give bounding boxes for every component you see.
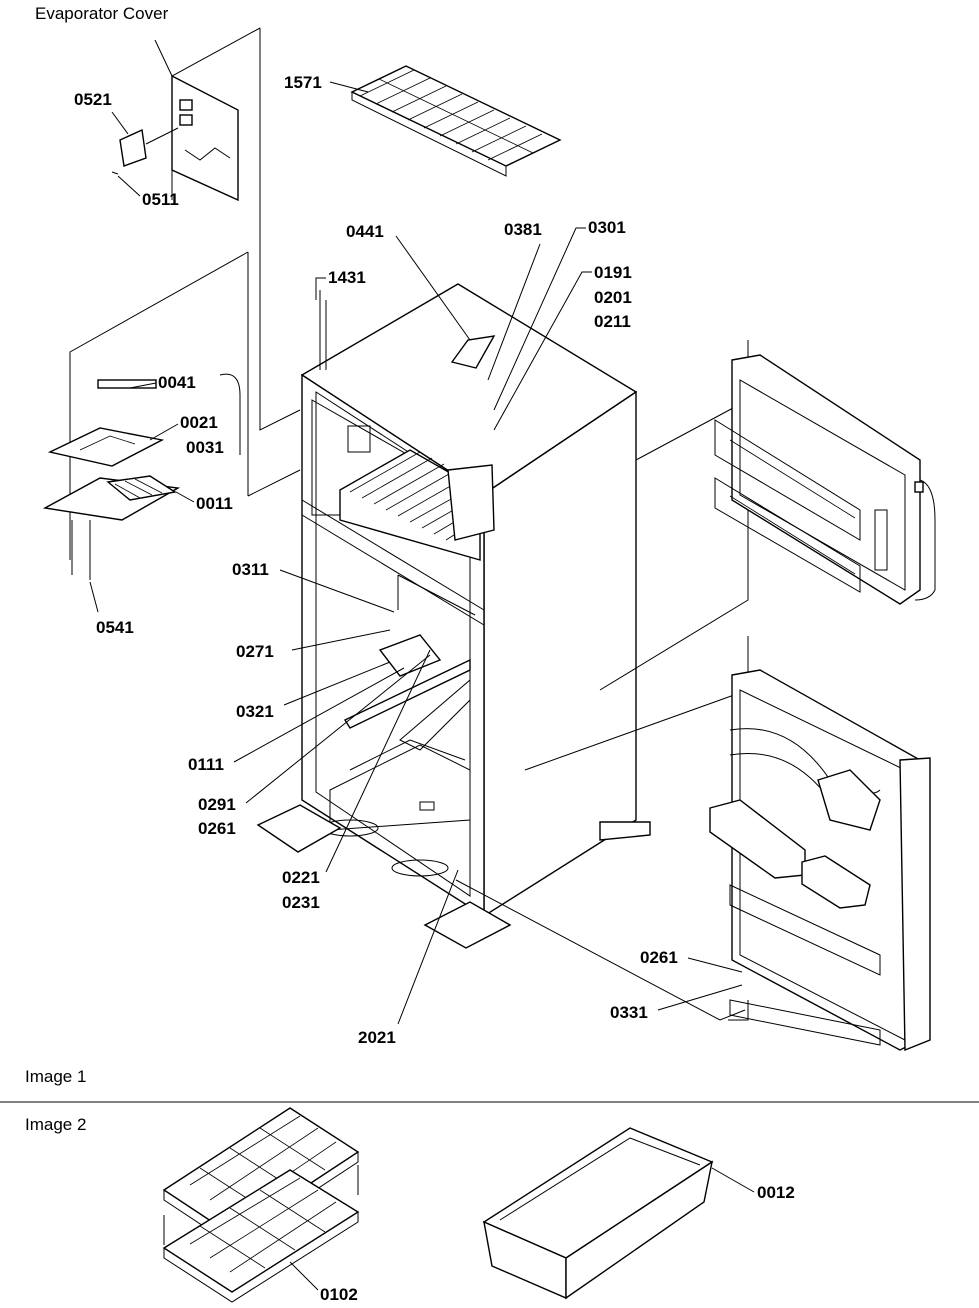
hinge-cover bbox=[450, 335, 496, 369]
door-bin bbox=[801, 855, 871, 909]
label-0511: 0511 bbox=[142, 190, 179, 209]
duct-grille bbox=[106, 475, 177, 501]
label-0201: 0201 bbox=[594, 288, 632, 307]
label-0301: 0301 bbox=[588, 218, 626, 237]
label-0221: 0221 bbox=[282, 868, 320, 887]
label-0012: 0012 bbox=[757, 1183, 795, 1202]
leveling-block bbox=[423, 901, 512, 949]
fresh-food-door: 0261 0331 bbox=[455, 636, 931, 1052]
label-1571: 1571 bbox=[284, 73, 322, 92]
label-0331: 0331 bbox=[610, 1003, 648, 1022]
door-handle bbox=[899, 757, 931, 1052]
dairy-compartment bbox=[817, 769, 881, 831]
label-0011: 0011 bbox=[196, 494, 233, 513]
air-diffuser-strip bbox=[97, 379, 157, 389]
air-duct-group: 0041 0021 0031 0011 0541 bbox=[42, 251, 301, 637]
ice-bin: 0012 bbox=[482, 1127, 795, 1300]
leveling-block bbox=[599, 821, 651, 841]
control-assembly: 0311 0271 0321 0111 0291 0261 0221 0231 bbox=[188, 560, 476, 912]
cover-tab bbox=[179, 114, 193, 126]
label-0261-upper: 0261 bbox=[198, 819, 236, 838]
ice-trays: 0102 bbox=[162, 1107, 360, 1304]
air-damper-tray bbox=[47, 427, 165, 467]
refrigerator-cabinet bbox=[256, 283, 651, 949]
evaporator-cover-bracket bbox=[119, 128, 147, 167]
freezer-door bbox=[599, 340, 936, 691]
label-0031: 0031 bbox=[186, 438, 224, 457]
label-0311: 0311 bbox=[232, 560, 269, 579]
label-0102: 0102 bbox=[320, 1285, 358, 1304]
hinge-bracket bbox=[447, 464, 495, 541]
label-0271: 0271 bbox=[236, 642, 274, 661]
label-0191: 0191 bbox=[594, 263, 632, 282]
label-0321: 0321 bbox=[236, 702, 274, 721]
label-0541: 0541 bbox=[96, 618, 134, 637]
leveling-block bbox=[256, 804, 342, 853]
image2-caption: Image 2 bbox=[25, 1115, 86, 1134]
label-0231: 0231 bbox=[282, 893, 320, 912]
image1-caption: Image 1 bbox=[25, 1067, 86, 1086]
wire-shelf-group: 1571 bbox=[284, 65, 562, 177]
label-0441: 0441 bbox=[346, 222, 384, 241]
top-hinge-callouts: 0441 0381 0301 0191 0201 0211 1431 bbox=[315, 218, 632, 431]
evaporator-cover-caption: Evaporator Cover bbox=[35, 4, 169, 23]
control-housing bbox=[378, 634, 442, 677]
label-0041: 0041 bbox=[158, 373, 196, 392]
label-0211: 0211 bbox=[594, 312, 631, 331]
label-1431: 1431 bbox=[328, 268, 366, 287]
label-0111: 0111 bbox=[188, 755, 224, 774]
label-0261-lower: 0261 bbox=[640, 948, 678, 967]
door-handle-clip bbox=[914, 481, 924, 493]
label-2021: 2021 bbox=[358, 1028, 396, 1047]
evaporator-cover-group: Evaporator Cover 0521 0511 bbox=[35, 4, 301, 431]
evaporator-cover bbox=[171, 74, 239, 202]
control-channel bbox=[343, 658, 471, 729]
label-0291: 0291 bbox=[198, 795, 236, 814]
label-0021: 0021 bbox=[180, 413, 218, 432]
ice-bin-side bbox=[565, 1160, 714, 1300]
label-0381: 0381 bbox=[504, 220, 542, 239]
freezer-door-body bbox=[731, 354, 921, 605]
cover-tab bbox=[179, 99, 193, 111]
label-0521: 0521 bbox=[74, 90, 112, 109]
